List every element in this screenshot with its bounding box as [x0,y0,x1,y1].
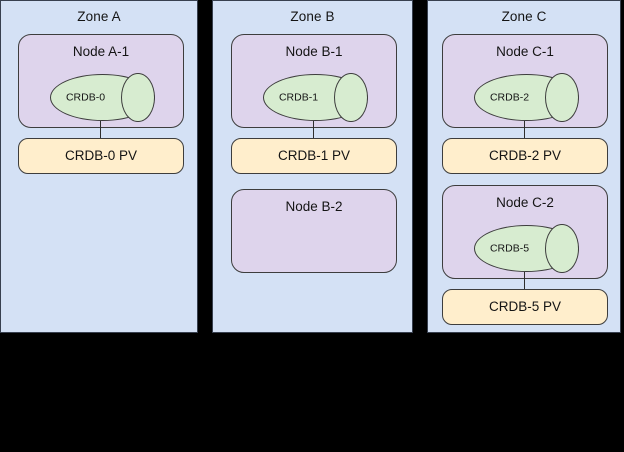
zone-b[interactable]: Zone B Node B-1 CRDB-1 CRDB-1 PV Node B-… [212,0,413,333]
zone-c-title: Zone C [501,9,547,24]
persistent-volume-crdb-1-pv-label: CRDB-1 PV [277,148,350,163]
cylinder-cap [545,223,579,274]
zone-a-title: Zone A [77,9,121,24]
database-cylinder-crdb-2[interactable]: CRDB-2 [474,72,579,123]
database-cylinder-crdb-2-label: CRDB-2 [489,91,530,103]
node-b-1-title: Node B-1 [285,44,343,59]
node-c-1-title: Node C-1 [496,44,554,59]
node-a-1-title: Node A-1 [72,44,130,59]
zone-a[interactable]: Zone A Node A-1 CRDB-0 CRDB-0 PV [0,0,198,333]
persistent-volume-crdb-0-pv[interactable]: CRDB-0 PV [18,138,184,174]
node-b-1[interactable]: Node B-1 CRDB-1 [231,34,397,128]
zone-c[interactable]: Zone C Node C-1 CRDB-2 CRDB-2 PV Node C-… [427,0,621,333]
connector-node-c-1-to-crdb-2-pv [524,121,525,139]
persistent-volume-crdb-5-pv[interactable]: CRDB-5 PV [442,289,608,325]
database-cylinder-crdb-0-label: CRDB-0 [65,91,106,103]
persistent-volume-crdb-2-pv[interactable]: CRDB-2 PV [442,138,608,174]
node-c-2[interactable]: Node C-2 CRDB-5 [442,185,608,279]
zone-b-title: Zone B [290,9,335,24]
node-b-2[interactable]: Node B-2 [231,189,397,273]
connector-node-b-1-to-crdb-1-pv [313,121,314,139]
cylinder-cap [334,72,368,123]
node-a-1[interactable]: Node A-1 CRDB-0 [18,34,184,128]
persistent-volume-crdb-1-pv[interactable]: CRDB-1 PV [231,138,397,174]
cylinder-cap [545,72,579,123]
persistent-volume-crdb-0-pv-label: CRDB-0 PV [64,148,137,163]
database-cylinder-crdb-1[interactable]: CRDB-1 [263,72,368,123]
cylinder-cap [121,72,155,123]
connector-node-a-1-to-crdb-0-pv [100,121,101,139]
node-c-1[interactable]: Node C-1 CRDB-2 [442,34,608,128]
database-cylinder-crdb-1-label: CRDB-1 [278,91,319,103]
database-cylinder-crdb-5[interactable]: CRDB-5 [474,223,579,274]
connector-node-c-2-to-crdb-5-pv [524,272,525,290]
database-cylinder-crdb-5-label: CRDB-5 [489,242,530,254]
database-cylinder-crdb-0[interactable]: CRDB-0 [50,72,155,123]
node-c-2-title: Node C-2 [496,195,554,210]
persistent-volume-crdb-5-pv-label: CRDB-5 PV [488,299,561,314]
persistent-volume-crdb-2-pv-label: CRDB-2 PV [488,148,561,163]
node-b-2-title: Node B-2 [285,199,343,214]
